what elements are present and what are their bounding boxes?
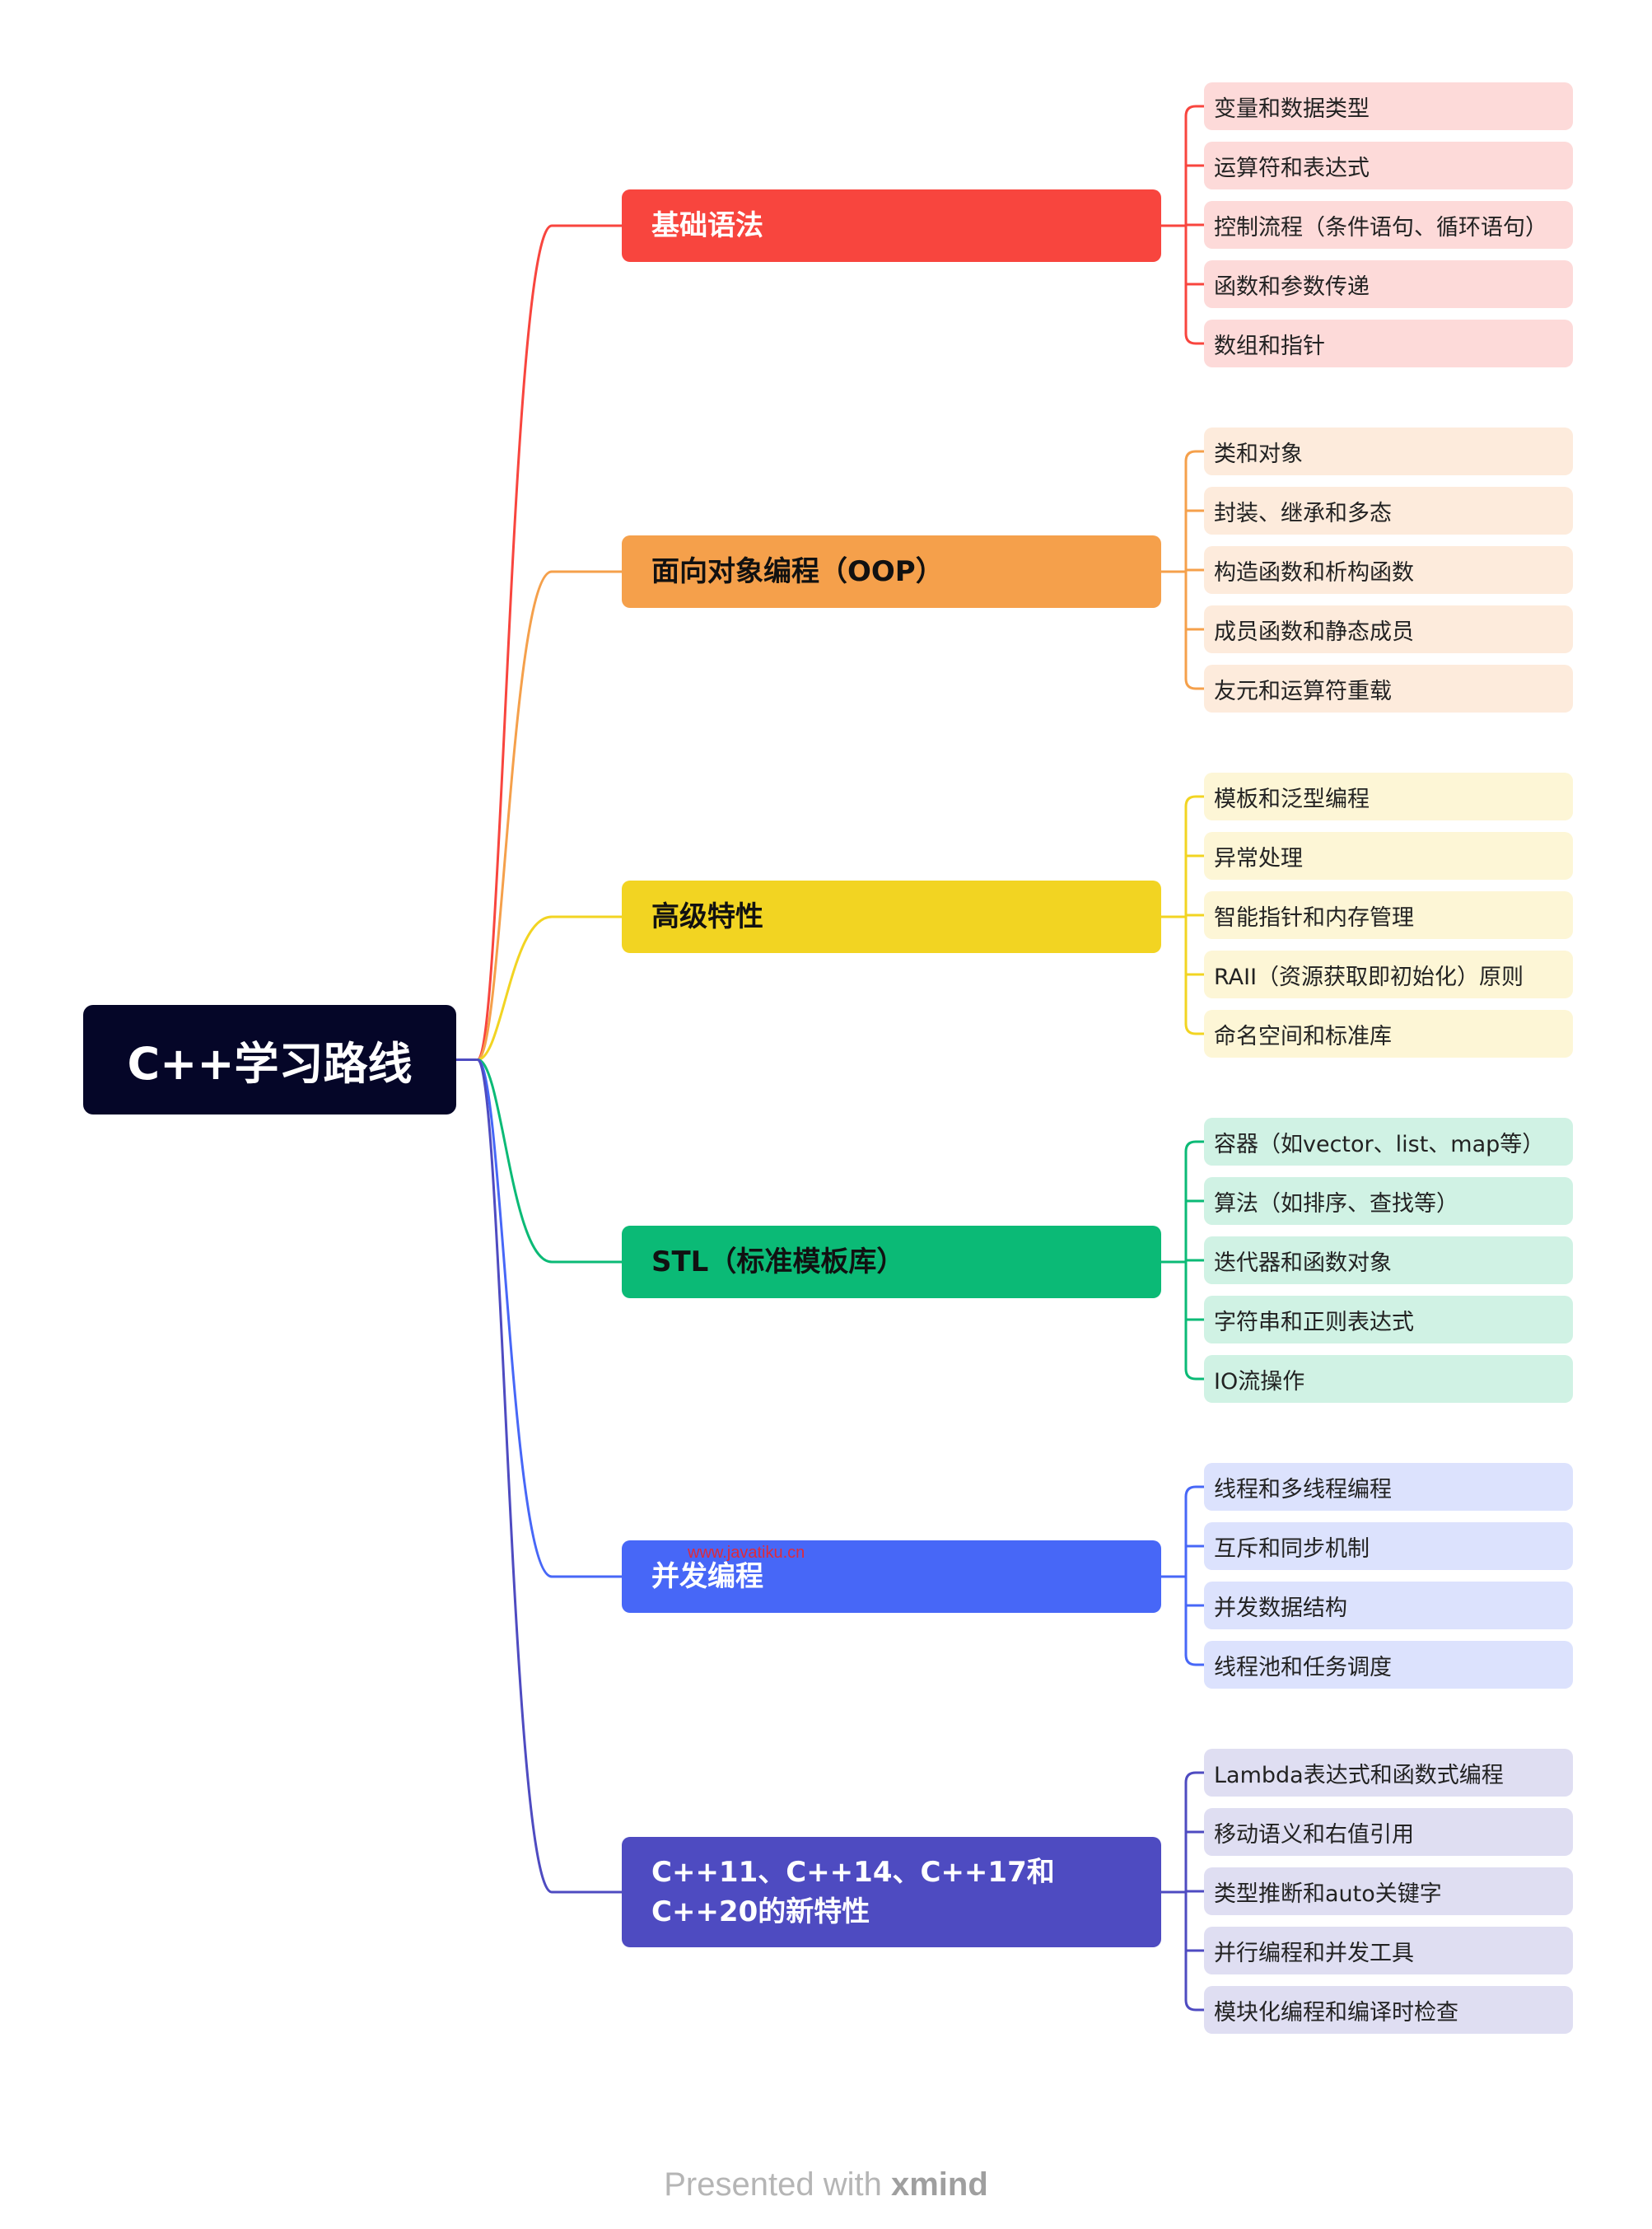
leaf-topic-label: 并行编程和并发工具 (1214, 1940, 1414, 1966)
footer-prefix: Presented with (664, 2166, 891, 2203)
leaf-topic-label: 线程池和任务调度 (1214, 1654, 1392, 1680)
branch-topic-stl[interactable]: STL（标准模板库） (622, 1226, 1161, 1298)
branch-connector (476, 1058, 623, 1264)
root-topic[interactable]: C++学习路线 (83, 1005, 456, 1114)
leaf-topic-label: 模板和泛型编程 (1214, 786, 1370, 812)
leaf-topic[interactable]: 函数和参数传递 (1204, 260, 1573, 308)
branch-topic-advanced-features[interactable]: 高级特性 (622, 881, 1161, 953)
leaf-connector (1184, 105, 1206, 118)
leaf-topic[interactable]: IO流操作 (1204, 1355, 1573, 1403)
leaf-topic-label: 并发数据结构 (1214, 1595, 1347, 1621)
branch-connector (476, 1058, 623, 1894)
leaf-topic[interactable]: 迭代器和函数对象 (1204, 1236, 1573, 1284)
leaf-topic-label: 字符串和正则表达式 (1214, 1309, 1414, 1335)
leaf-topic-label: 命名空间和标准库 (1214, 1023, 1392, 1049)
leaf-topic[interactable]: Lambda表达式和函数式编程 (1204, 1749, 1573, 1797)
branch-topic-label: C++11、C++14、C++17和C++20的新特性 (651, 1856, 1055, 1928)
leaf-topic-label: 运算符和表达式 (1214, 155, 1370, 181)
leaf-connector (1184, 1653, 1206, 1666)
leaf-connector (1184, 1771, 1206, 1784)
leaf-topic[interactable]: 成员函数和静态成员 (1204, 605, 1573, 653)
leaf-topic[interactable]: 线程池和任务调度 (1204, 1641, 1573, 1689)
leaf-connector (1184, 332, 1206, 345)
leaf-connector (1184, 1367, 1206, 1381)
leaf-topic[interactable]: 模板和泛型编程 (1204, 773, 1573, 820)
leaf-topic[interactable]: 算法（如排序、查找等） (1204, 1177, 1573, 1225)
branch-topic-modern-cpp[interactable]: C++11、C++14、C++17和C++20的新特性 (622, 1837, 1161, 1947)
leaf-topic-label: 成员函数和静态成员 (1214, 619, 1414, 645)
leaf-topic-label: 互斥和同步机制 (1214, 1535, 1370, 1562)
leaf-topic[interactable]: 控制流程（条件语句、循环语句） (1204, 201, 1573, 249)
watermark: www.javatiku.cn (688, 1544, 805, 1562)
leaf-connector (1184, 677, 1206, 690)
leaf-topic[interactable]: 友元和运算符重载 (1204, 665, 1573, 713)
leaf-topic[interactable]: 智能指针和内存管理 (1204, 891, 1573, 939)
xmind-brand: xmind (890, 2166, 988, 2203)
branch-topic-concurrency[interactable]: 并发编程 (622, 1540, 1161, 1613)
branch-connector (476, 224, 623, 1061)
leaf-topic[interactable]: 类型推断和auto关键字 (1204, 1867, 1573, 1915)
leaf-topic[interactable]: 变量和数据类型 (1204, 82, 1573, 130)
leaf-connector (1184, 1022, 1206, 1035)
leaf-topic-label: 控制流程（条件语句、循环语句） (1214, 214, 1547, 241)
branch-topic-label: 并发编程 (651, 1560, 763, 1593)
leaf-connector (1184, 450, 1206, 463)
leaf-topic-label: 异常处理 (1214, 845, 1303, 872)
leaf-topic-label: 变量和数据类型 (1214, 96, 1370, 122)
leaf-connector (1184, 1140, 1206, 1153)
leaf-topic[interactable]: 数组和指针 (1204, 320, 1573, 367)
leaf-topic-label: 封装、继承和多态 (1214, 500, 1392, 526)
footer-credit: Presented with xmind (0, 2166, 1652, 2203)
leaf-topic-label: 移动语义和右值引用 (1214, 1821, 1414, 1848)
branch-topic-label: 高级特性 (651, 900, 763, 933)
leaf-topic[interactable]: 移动语义和右值引用 (1204, 1808, 1573, 1856)
leaf-topic[interactable]: 线程和多线程编程 (1204, 1463, 1573, 1511)
leaf-topic-label: 数组和指针 (1214, 333, 1325, 359)
leaf-connector (1184, 1485, 1206, 1498)
leaf-topic-label: 容器（如vector、list、map等） (1214, 1131, 1545, 1157)
branch-topic-basic-syntax[interactable]: 基础语法 (622, 189, 1161, 262)
leaf-topic[interactable]: 模块化编程和编译时检查 (1204, 1986, 1573, 2034)
leaf-topic[interactable]: 运算符和表达式 (1204, 142, 1573, 189)
leaf-topic[interactable]: 字符串和正则表达式 (1204, 1296, 1573, 1343)
branch-topic-label: 基础语法 (651, 209, 763, 242)
leaf-topic-label: 智能指针和内存管理 (1214, 904, 1414, 931)
root-topic-label: C++学习路线 (127, 1038, 413, 1090)
leaf-topic-label: 友元和运算符重载 (1214, 678, 1392, 704)
leaf-topic[interactable]: 类和对象 (1204, 428, 1573, 475)
leaf-topic[interactable]: 互斥和同步机制 (1204, 1522, 1573, 1570)
leaf-topic-label: 构造函数和析构函数 (1214, 559, 1414, 586)
leaf-topic-label: 算法（如排序、查找等） (1214, 1190, 1458, 1217)
leaf-topic-label: 线程和多线程编程 (1214, 1476, 1392, 1502)
branch-connector (476, 1058, 623, 1578)
branch-topic-oop[interactable]: 面向对象编程（OOP） (622, 535, 1161, 608)
leaf-topic[interactable]: 构造函数和析构函数 (1204, 546, 1573, 594)
leaf-topic[interactable]: 异常处理 (1204, 832, 1573, 880)
branch-topic-label: 面向对象编程（OOP） (651, 555, 944, 588)
leaf-topic-label: RAII（资源获取即初始化）原则 (1214, 964, 1524, 990)
leaf-topic[interactable]: 并发数据结构 (1204, 1582, 1573, 1629)
branch-connector (476, 570, 623, 1061)
branch-connector (476, 915, 623, 1061)
branch-topic-label: STL（标准模板库） (651, 1245, 905, 1278)
leaf-topic-label: 模块化编程和编译时检查 (1214, 1999, 1458, 2026)
leaf-topic[interactable]: 并行编程和并发工具 (1204, 1927, 1573, 1974)
leaf-connector (1184, 795, 1206, 808)
leaf-topic[interactable]: RAII（资源获取即初始化）原则 (1204, 951, 1573, 998)
leaf-topic-label: 函数和参数传递 (1214, 273, 1370, 300)
leaf-topic-label: Lambda表达式和函数式编程 (1214, 1762, 1504, 1788)
leaf-topic-label: 类型推断和auto关键字 (1214, 1881, 1442, 1907)
leaf-topic-label: IO流操作 (1214, 1368, 1305, 1395)
leaf-topic[interactable]: 容器（如vector、list、map等） (1204, 1118, 1573, 1166)
leaf-topic[interactable]: 封装、继承和多态 (1204, 487, 1573, 535)
leaf-topic-label: 类和对象 (1214, 441, 1303, 467)
leaf-topic-label: 迭代器和函数对象 (1214, 1250, 1392, 1276)
leaf-topic[interactable]: 命名空间和标准库 (1204, 1010, 1573, 1058)
leaf-connector (1184, 1998, 1206, 2012)
